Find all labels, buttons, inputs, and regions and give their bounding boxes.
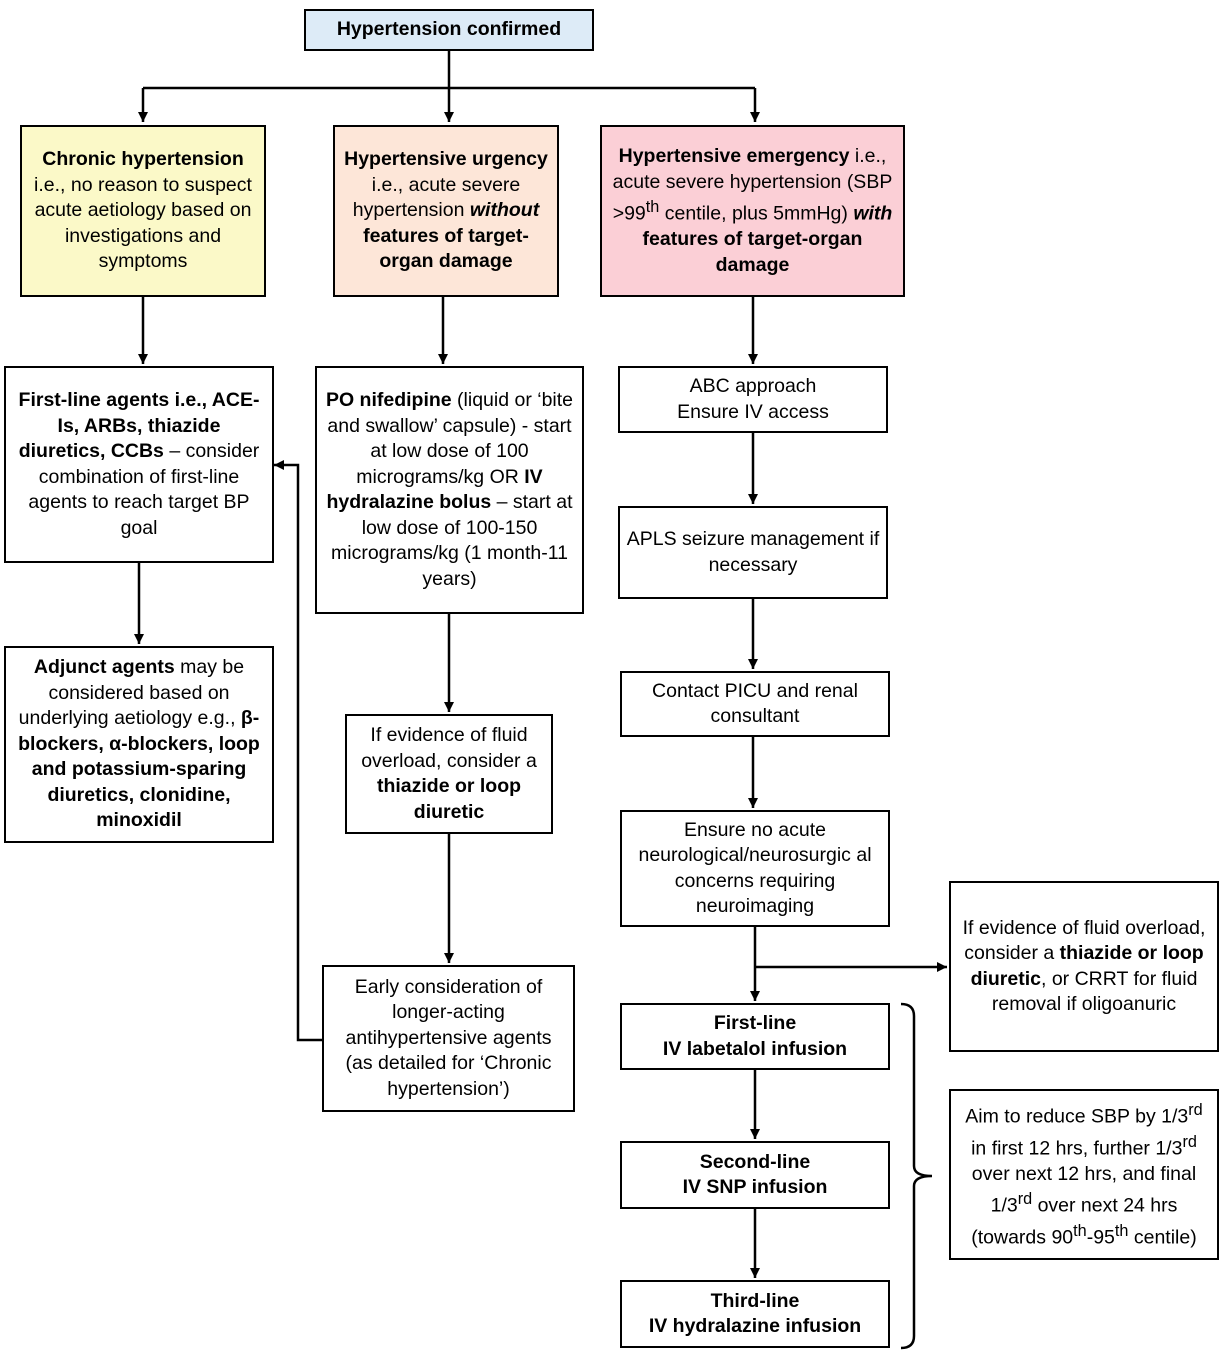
node-fluid-overload-emergency-text: If evidence of fluid overload, consider … [962, 916, 1206, 1016]
node-po-nifedipine: PO nifedipine (liquid or ‘bite and swall… [315, 366, 584, 614]
brace-iv-infusions [900, 1002, 933, 1350]
node-po-nifedipine-text: PO nifedipine (liquid or ‘bite and swall… [325, 389, 574, 590]
node-hypertensive-urgency: Hypertensive urgency i.e., acute severe … [333, 125, 559, 297]
arrow-early-to-first-line [274, 460, 324, 1042]
node-chronic-hypertension-text: Chronic hypertension i.e., no reason to … [34, 148, 252, 273]
node-contact-picu: Contact PICU and renal consultant [620, 671, 890, 737]
node-adjunct-agents: Adjunct agents may be considered based o… [4, 646, 274, 843]
node-early-consideration-text: Early consideration of longer-acting ant… [345, 975, 552, 1100]
node-hypertension-confirmed: Hypertension confirmed [304, 9, 594, 51]
node-hypertensive-emergency-text: Hypertensive emergency i.e., acute sever… [612, 145, 893, 276]
node-contact-picu-text: Contact PICU and renal consultant [652, 679, 858, 728]
node-chronic-hypertension: Chronic hypertension i.e., no reason to … [20, 125, 266, 297]
node-fluid-overload-urgency: If evidence of fluid overload, consider … [345, 714, 553, 834]
node-first-line-agents: First-line agents i.e., ACE-Is, ARBs, th… [4, 366, 274, 563]
node-apls-seizure-text: APLS seizure management if necessary [626, 528, 880, 576]
node-hypertension-confirmed-text: Hypertension confirmed [336, 18, 562, 41]
node-sbp-aim: Aim to reduce SBP by 1/3rd in first 12 h… [949, 1089, 1219, 1260]
node-neuro-concerns-text: Ensure no acute neurological/neurosurgic… [638, 818, 872, 918]
node-sbp-aim-text: Aim to reduce SBP by 1/3rd in first 12 h… [965, 1100, 1203, 1249]
node-early-consideration: Early consideration of longer-acting ant… [322, 965, 575, 1112]
node-hypertensive-emergency: Hypertensive emergency i.e., acute sever… [600, 125, 905, 297]
node-neuro-concerns: Ensure no acute neurological/neurosurgic… [620, 810, 890, 927]
node-adjunct-agents-text: Adjunct agents may be considered based o… [18, 656, 260, 832]
node-apls-seizure: APLS seizure management if necessary [618, 506, 888, 599]
node-hypertensive-urgency-text: Hypertensive urgency i.e., acute severe … [344, 148, 548, 273]
node-fluid-overload-emergency: If evidence of fluid overload, consider … [949, 881, 1219, 1052]
node-fluid-overload-urgency-text: If evidence of fluid overload, consider … [361, 724, 537, 823]
node-first-line-agents-text: First-line agents i.e., ACE-Is, ARBs, th… [18, 389, 260, 539]
